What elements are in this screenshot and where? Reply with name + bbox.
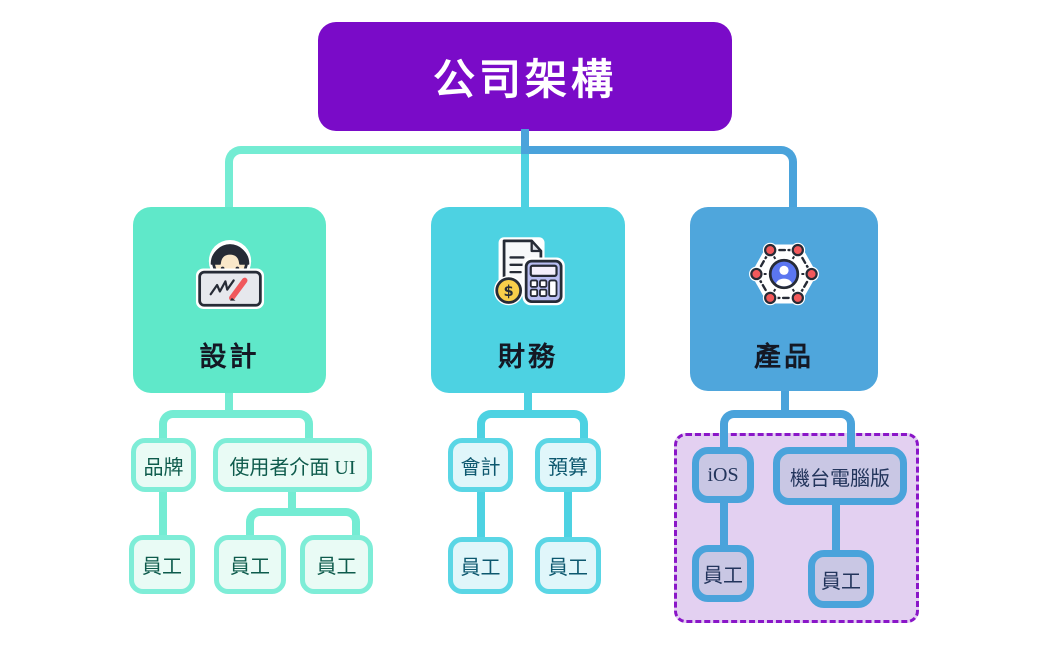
team-node-brand: 品牌 [131, 438, 196, 492]
product-network-icon [749, 242, 819, 306]
connector-ios-to-employee [720, 500, 728, 546]
team-node-ui: 使用者介面 UI [213, 438, 372, 492]
employee-node-desktop-1: 員工 [808, 550, 874, 608]
team-label-budget: 預算 [548, 456, 588, 479]
employee-label: 員工 [460, 557, 501, 579]
employee-node-brand-1: 員工 [129, 535, 195, 594]
employee-label: 員工 [548, 557, 588, 579]
dept-label-design: 設計 [199, 342, 260, 372]
svg-text:$: $ [504, 283, 514, 300]
root-node-company-structure: 公司架構 [318, 22, 732, 131]
connector-ui-branch [246, 508, 360, 546]
employee-node-ui-1: 員工 [214, 535, 286, 594]
connector-design-stub [225, 390, 233, 414]
connector-product-stub [781, 391, 789, 413]
connector-finance-stub [524, 392, 532, 414]
connector-root-to-product [521, 146, 797, 216]
dept-label-finance: 財務 [498, 342, 558, 372]
employee-label: 員工 [230, 556, 270, 578]
connector-root-to-finance [521, 146, 529, 208]
employee-label: 員工 [703, 565, 743, 587]
connector-product-branch [720, 410, 855, 457]
dept-node-design: 設計 [133, 207, 326, 393]
team-label-desktop: 機台電腦版 [790, 467, 890, 490]
team-node-accounting: 會計 [448, 438, 513, 492]
dept-node-product: 產品 [690, 207, 878, 391]
team-label-accounting: 會計 [460, 456, 501, 479]
connector-budget-to-employee [564, 490, 572, 538]
employee-node-ios-1: 員工 [692, 545, 754, 602]
team-label-brand: 品牌 [143, 456, 184, 479]
team-node-desktop: 機台電腦版 [773, 447, 907, 505]
connector-root-stub [521, 129, 529, 149]
connector-brand-to-employee [159, 490, 167, 537]
dept-node-finance: $ 財務 [431, 207, 625, 393]
connector-ui-stub [288, 490, 296, 512]
team-node-ios: iOS [692, 447, 754, 503]
employee-label: 員工 [316, 556, 357, 578]
root-node-label: 公司架構 [432, 56, 617, 103]
employee-node-ui-2: 員工 [300, 535, 373, 594]
employee-label: 員工 [142, 556, 182, 578]
connector-design-branch [159, 410, 313, 445]
employee-node-accounting-1: 員工 [448, 537, 513, 594]
finance-calculator-icon: $ [493, 237, 565, 306]
connector-desktop-to-employee [832, 502, 840, 551]
connector-accounting-to-employee [477, 490, 485, 538]
dept-label-product: 產品 [754, 342, 814, 372]
team-node-budget: 預算 [535, 438, 601, 492]
connector-finance-branch [477, 410, 588, 445]
connector-root-to-design [225, 146, 533, 216]
team-label-ios: iOS [707, 463, 739, 486]
employee-label: 員工 [821, 570, 861, 593]
employee-node-budget-1: 員工 [535, 537, 601, 594]
team-label-ui: 使用者介面 UI [229, 456, 356, 479]
designer-laptop-icon [195, 239, 264, 309]
